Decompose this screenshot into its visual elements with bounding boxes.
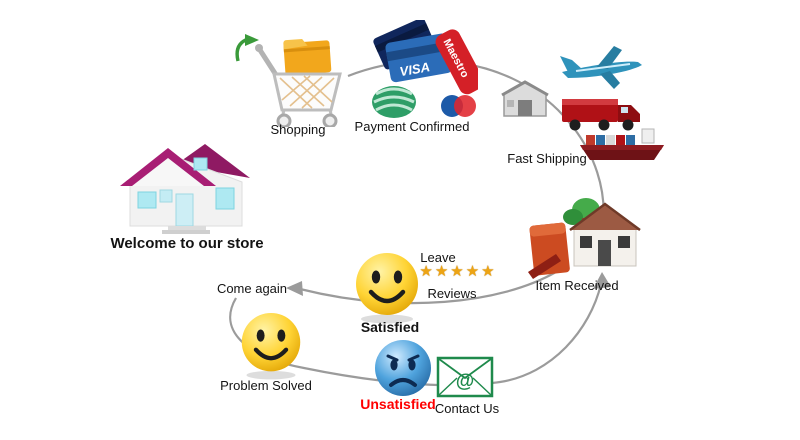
unsatisfied-label: Unsatisfied <box>360 396 436 412</box>
smiley-happy-icon <box>238 310 304 380</box>
cargo-ship-icon <box>578 126 666 164</box>
credit-cards-icon: VISA VISA Maestro <box>368 20 478 122</box>
shopping-label: Shopping <box>270 122 326 137</box>
fast-shipping-label: Fast Shipping <box>507 151 587 166</box>
payment-confirmed-label: Payment Confirmed <box>354 119 470 134</box>
email-envelope-icon: @ <box>436 356 494 400</box>
truck-icon <box>560 92 642 134</box>
rating-stars: ★★★★★ <box>419 263 497 280</box>
at-symbol: @ <box>456 371 475 392</box>
store-house-icon <box>102 138 257 238</box>
arrowhead-left <box>286 281 303 296</box>
leave-reviews-label-line2: Reviews <box>427 286 477 301</box>
satisfied-label: Satisfied <box>360 319 420 335</box>
parcel-icon <box>529 222 570 276</box>
shopping-cart-icon <box>248 32 348 127</box>
arrowhead-up <box>593 272 611 289</box>
house-package-icon <box>528 196 650 282</box>
item-received-label: Item Received <box>535 278 619 293</box>
airplane-icon <box>558 42 642 92</box>
smiley-happy-icon <box>352 250 422 324</box>
green-arrow-icon <box>232 34 262 64</box>
come-again-label: Come again <box>216 281 288 296</box>
contact-us-label: Contact Us <box>434 401 500 416</box>
leave-reviews-label-line1: Leave <box>420 250 456 265</box>
warehouse-icon <box>500 80 550 118</box>
welcome-label: Welcome to our store <box>110 235 264 252</box>
smiley-sad-icon <box>372 338 434 402</box>
visa-front-text: VISA <box>398 59 430 79</box>
problem-solved-label: Problem Solved <box>220 378 312 393</box>
money-roll-icon <box>372 86 416 118</box>
